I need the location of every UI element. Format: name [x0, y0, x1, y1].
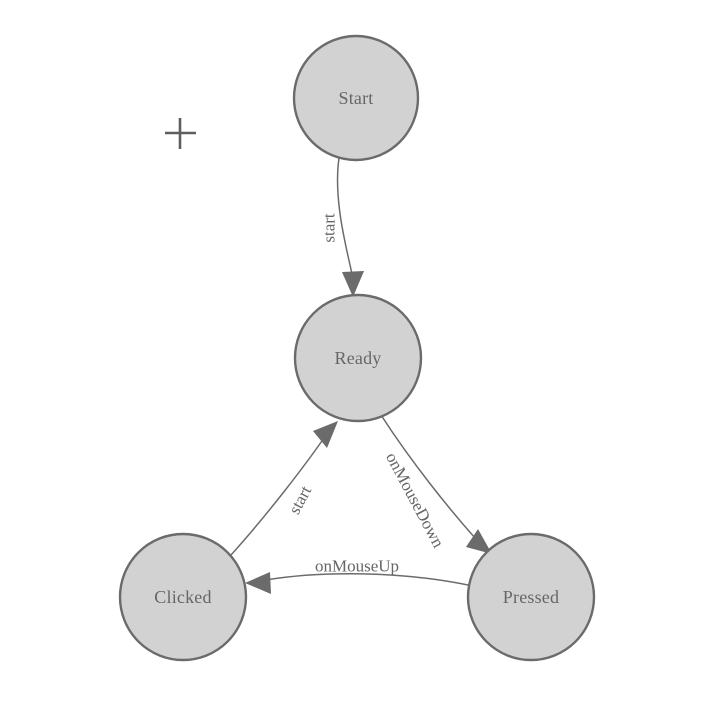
node-pressed-shape[interactable] — [466, 532, 596, 662]
plus-marker-icon — [165, 118, 196, 149]
edge-clicked-to-ready[interactable] — [230, 421, 338, 556]
arrowhead-ready-top — [342, 271, 364, 297]
node-clicked[interactable]: Clicked — [118, 532, 248, 662]
edge-pressed-to-clicked[interactable] — [245, 572, 469, 594]
node-start-label: Start — [339, 88, 374, 108]
node-pressed-label: Pressed — [503, 587, 559, 607]
edge-label-clicked-to-ready: start — [285, 482, 316, 517]
node-start[interactable]: Start — [292, 34, 420, 162]
edge-label-start-to-ready: start — [320, 213, 339, 243]
arrowhead-ready-bottom — [313, 421, 338, 448]
node-ready[interactable]: Ready — [293, 293, 423, 423]
arrowhead-pressed — [466, 529, 492, 554]
edge-label-pressed-to-clicked: onMouseUp — [315, 557, 399, 576]
node-pressed[interactable]: Pressed — [466, 532, 596, 662]
arrowhead-clicked — [245, 572, 271, 594]
edge-ready-to-pressed[interactable] — [380, 414, 492, 554]
node-clicked-label: Clicked — [154, 587, 211, 607]
node-ready-shape[interactable] — [293, 293, 423, 423]
node-clicked-shape[interactable] — [118, 532, 248, 662]
node-start-shape[interactable] — [292, 34, 420, 162]
node-ready-label: Ready — [335, 348, 382, 368]
edge-start-to-ready[interactable] — [336, 157, 364, 297]
